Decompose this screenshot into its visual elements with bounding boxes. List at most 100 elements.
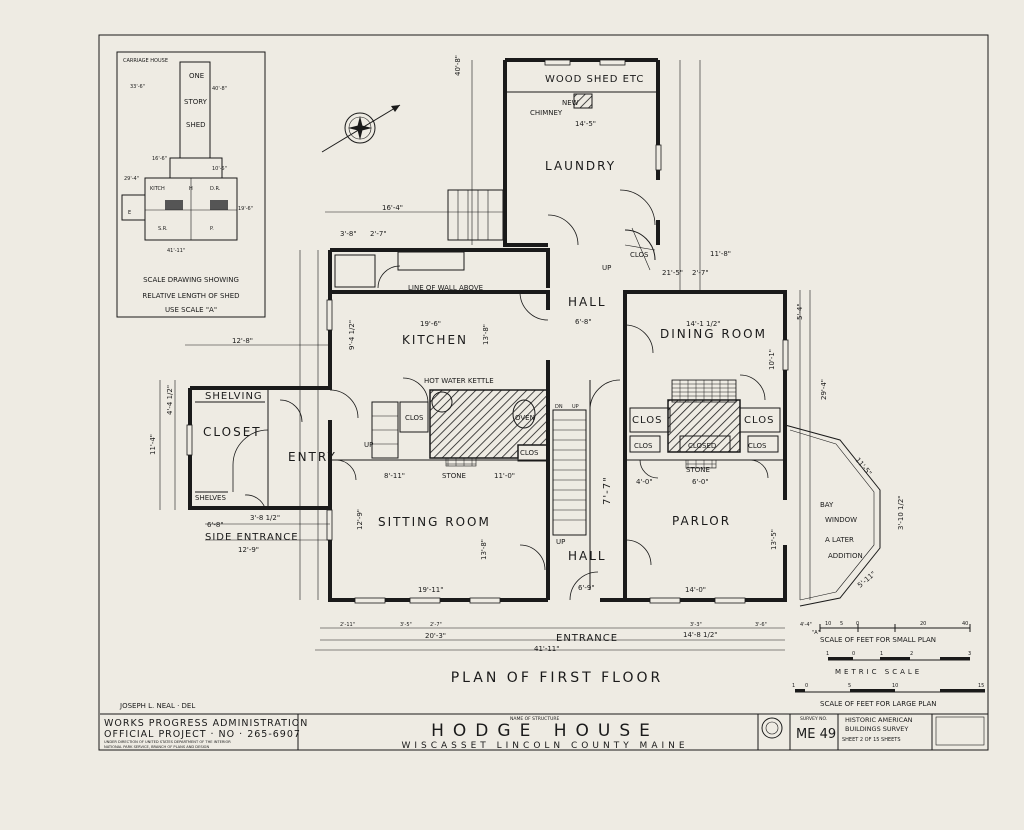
dimension-label: 6'-8" (575, 318, 592, 326)
scale-mark: 0 (856, 621, 859, 627)
scale-mark: 0 (805, 683, 808, 689)
scale-mark: 1 (826, 651, 829, 657)
dimension-label: 6'-8" (207, 521, 224, 529)
room-label-laundry: LAUNDRY (545, 159, 616, 173)
dimension-label: 5'-4" (796, 303, 804, 320)
dimension-label: 14'-0" (685, 586, 706, 594)
room-label-sitting-room: SITTING ROOM (378, 515, 491, 529)
room-label-bay-4: ADDITION (828, 552, 863, 560)
inset-label: S.R. (158, 226, 168, 232)
inset-caption: USE SCALE "A" (165, 306, 217, 314)
sheet-border (98, 34, 989, 751)
inset-caption: RELATIVE LENGTH OF SHED (142, 292, 239, 300)
scale-mark: 40 (962, 621, 968, 627)
dimension-label: 21'-5" (662, 269, 683, 277)
room-label-kitchen-up: UP (364, 441, 373, 449)
room-label-shelves: SHELVES (195, 494, 226, 502)
scale-label-metric: METRIC SCALE (835, 668, 922, 676)
kitchen-stair (371, 401, 399, 459)
dimension-label: 4'-4 1/2" (166, 385, 174, 415)
scale-mark: "A" (812, 630, 820, 636)
inset-label: ONE (189, 72, 204, 80)
room-label-entry: ENTRY (288, 450, 337, 464)
inset-label: D.R. (210, 186, 221, 192)
structure-location: WISCASSET LINCOLN COUNTY MAINE (401, 741, 688, 751)
inset-ell (121, 194, 146, 221)
dimension-label: 19'-11" (418, 586, 443, 594)
dimension-label: 6'-0" (692, 478, 709, 486)
name-of-structure-label: NAME OF STRUCTURE (510, 716, 559, 722)
main-staircase (552, 409, 587, 536)
dimension-label: 14'-8 1/2" (683, 631, 718, 639)
inset-label: H (189, 186, 193, 192)
scale-mark: 15 (978, 683, 984, 689)
kitchen-hearth (445, 457, 477, 467)
dimension-label: 40'-8" (454, 55, 462, 76)
north-arrow-compass (321, 104, 401, 153)
dimension-label: 11'-8" (710, 250, 731, 258)
wpa-project: OFFICIAL PROJECT · NO · 265-6907 (104, 729, 301, 740)
room-label-parlor-clos-left: CLOS (632, 415, 662, 426)
room-label-kitchen-stone: STONE (442, 472, 466, 480)
dimension-label: 41'-11" (534, 645, 559, 653)
dimension-label: 12'-8" (232, 337, 253, 345)
parlor-hearth (671, 379, 737, 403)
inset-dim: 19'-6" (238, 206, 253, 212)
room-label-closet: CLOSET (203, 425, 262, 439)
inset-label: KITCH (150, 186, 165, 192)
stamp-mark (935, 716, 985, 746)
room-label-parlor: PARLOR (672, 514, 731, 528)
room-label-dining-room: DINING ROOM (660, 327, 767, 341)
dimension-label: 11'-5" (853, 456, 873, 477)
inset-dim: 10'-5" (212, 166, 227, 172)
windows (186, 59, 789, 604)
wpa-title: WORKS PROGRESS ADMINISTRATION (104, 718, 308, 729)
sheet-count: SHEET 2 OF 15 SHEETS (842, 737, 901, 743)
dimension-label: 11'-0" (494, 472, 515, 480)
dimension-label: 3'-5" (400, 622, 412, 628)
room-label-chimney: CHIMNEY (530, 109, 563, 117)
room-label-kitchen: KITCHEN (402, 333, 468, 347)
dimension-label: 14'-5" (575, 120, 596, 128)
kitchen-chimney (429, 389, 549, 459)
room-label-winder-clos: CLOS (630, 251, 649, 259)
scale-mark: 1 (880, 651, 883, 657)
plan-walls (188, 58, 881, 607)
dimension-lines (159, 60, 811, 651)
dimension-label: 13'-5" (770, 529, 778, 550)
inset-label: STORY (184, 98, 208, 106)
scale-mark: 2 (910, 651, 913, 657)
scale-mark: 0 (852, 651, 855, 657)
dimension-label: 11'-4" (149, 434, 157, 455)
inset-dim: 41'-11" (167, 248, 185, 254)
wpa-branch: NATIONAL PARK SERVICE, BRANCH OF PLANS A… (104, 745, 209, 749)
oven (512, 399, 536, 429)
dimension-label: 2'-7" (430, 622, 442, 628)
inset-caption: SCALE DRAWING SHOWING (143, 276, 239, 284)
scale-bars: SCALE OF FEET FOR SMALL PLAN "A" 10 5 0 … (792, 621, 985, 708)
room-labels: WOOD SHED ETC NEW CHIMNEY LAUNDRY LINE O… (195, 74, 863, 644)
dimension-label: 19'-6" (420, 320, 441, 328)
dimension-label: 20'-3" (425, 632, 446, 640)
room-label-kitchen-clos: CLOS (405, 414, 424, 422)
room-label-stair-up: UP (556, 538, 565, 546)
dimension-label: 12'-9" (356, 509, 364, 530)
room-label-entrance: ENTRANCE (556, 633, 618, 644)
inset-dim: 33'-6" (130, 84, 145, 90)
dimension-label: 9'-4 1/2" (348, 320, 356, 350)
room-label-parlor-stone: STONE (686, 466, 710, 474)
dimension-label: 13'-8" (480, 539, 488, 560)
parlor-hearth-stone (685, 459, 717, 469)
new-chimney (573, 93, 593, 109)
dimension-label: 13'-8" (482, 324, 490, 345)
seal-icon (761, 717, 783, 739)
dimension-labels: 40'-8" 14'-5" 16'-4" 3'-8" 2'-7" 11'-8" … (149, 55, 905, 653)
winder-stair (624, 227, 656, 271)
room-label-parlor-clos-right: CLOS (744, 415, 774, 426)
room-label-kitchen-clos-2: CLOS (520, 449, 539, 457)
dimension-label: 2'-11" (340, 622, 355, 628)
room-label-shelving: SHELVING (205, 391, 263, 402)
plan-title: PLAN OF FIRST FLOOR (451, 670, 664, 686)
dimension-label: 2'-7" (692, 269, 709, 277)
